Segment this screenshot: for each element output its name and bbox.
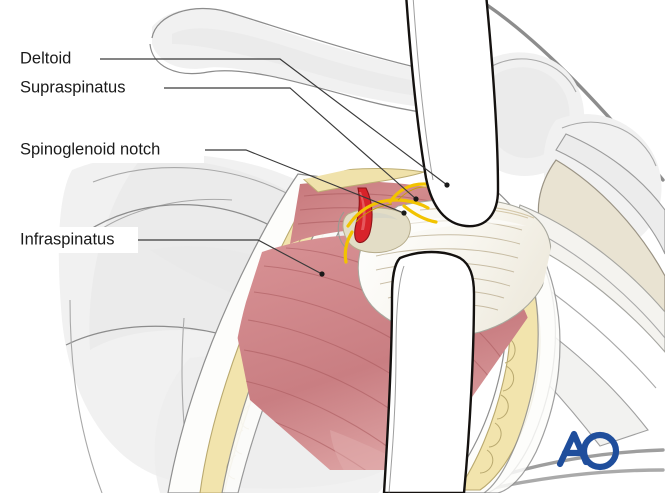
label-infraspinatus-text: Infraspinatus [20, 230, 114, 248]
label-leaders [100, 58, 450, 277]
leader-infraspinatus [138, 239, 323, 275]
suprascapular-nerve [343, 182, 450, 264]
retractor-lower[interactable] [382, 250, 476, 493]
label-infraspinatus: Infraspinatus [14, 227, 138, 253]
retractor-upper[interactable] [405, 0, 500, 228]
label-spinoglenoid-notch: Spinoglenoid notch [14, 137, 204, 163]
leader-deltoid [100, 58, 448, 186]
leader-dot-deltoid [444, 182, 450, 188]
leader-dot-supraspinatus [413, 196, 419, 202]
label-deltoid: Deltoid [14, 46, 96, 72]
label-spinoglenoid-notch-text: Spinoglenoid notch [20, 140, 160, 158]
label-deltoid-text: Deltoid [20, 49, 71, 67]
leader-supraspinatus [164, 87, 417, 200]
leader-dot-spinoglenoid-notch [401, 210, 407, 216]
label-supraspinatus: Supraspinatus [14, 75, 162, 101]
leader-spinoglenoid-notch [205, 149, 405, 214]
ao-logo [556, 430, 620, 471]
label-supraspinatus-text: Supraspinatus [20, 78, 126, 96]
leader-dot-infraspinatus [319, 271, 325, 277]
